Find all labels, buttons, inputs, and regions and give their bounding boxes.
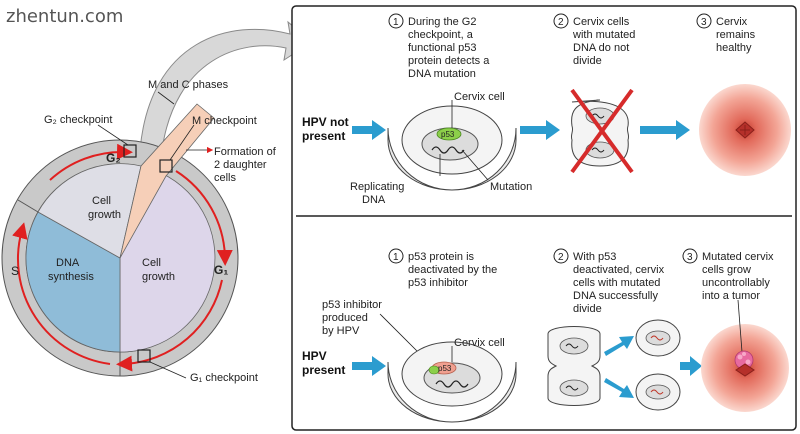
m-and-c-phases-label: M and C phases	[148, 79, 229, 91]
top-step2-line2: with mutated	[572, 29, 635, 41]
sector-s-dna-synthesis	[25, 211, 121, 353]
top-row-hpv-not-present: HPV not present 1 During the G2 checkpoi…	[302, 13, 791, 206]
top-condition-line1: HPV not	[302, 115, 349, 129]
top-dna-strand	[431, 146, 465, 154]
top-step1-number: 1	[393, 17, 399, 28]
sector-g2-text-line2: growth	[88, 209, 121, 221]
top-step1-line1: During the G2	[408, 16, 476, 28]
bottom-step3-line2: cells grow	[702, 264, 751, 276]
top-step2-line4: divide	[573, 55, 602, 67]
g1-checkpoint-box	[137, 349, 151, 363]
top-arrow-to-cell	[352, 120, 386, 140]
top-cervix-cell-label: Cervix cell	[454, 91, 505, 103]
top-step1-line2: checkpoint, a	[408, 29, 474, 41]
bottom-cervix-cell-label: Cervix cell	[454, 337, 505, 349]
bottom-arrow-split-up	[604, 336, 634, 356]
bottom-step2-line2: deactivated, cervix	[573, 264, 665, 276]
bottom-arrow-split-down	[604, 378, 634, 398]
bottom-step3-line3: uncontrollably	[702, 277, 770, 289]
bottom-step3-number: 3	[687, 252, 693, 263]
top-step1-line3: functional p53	[408, 42, 477, 54]
s-phase-label: S	[11, 264, 19, 278]
cycle-arrow-m	[175, 170, 233, 266]
top-p53-protein	[436, 127, 462, 141]
formation-label-line1: Formation of	[214, 146, 277, 158]
m-checkpoint-label: M checkpoint	[192, 115, 257, 127]
bottom-step2-line1: With p53	[573, 251, 616, 263]
bottom-p53-label: p53	[438, 364, 452, 373]
top-step2-number: 2	[558, 17, 564, 28]
bottom-condition-line2: present	[302, 363, 345, 377]
bottom-inhibitor-line3: by HPV	[322, 325, 360, 337]
bottom-inhibitor-line2: produced	[322, 312, 368, 324]
watermark: zhentun.com	[6, 6, 124, 27]
top-p53-label: p53	[441, 130, 455, 139]
bottom-step1-line1: p53 protein is	[408, 251, 475, 263]
cell-cycle-diagram: G₂ checkpoint M and C phases M checkpoin…	[1, 20, 313, 384]
top-step3-line3: healthy	[716, 42, 752, 54]
bottom-step2-line4: DNA successfully	[573, 290, 658, 302]
formation-label-line3: cells	[214, 172, 237, 184]
cycle-arrow-g2	[49, 143, 133, 181]
g2-checkpoint-box	[123, 144, 137, 158]
bottom-arrow-to-cervix	[680, 356, 702, 376]
cycle-arrow-s	[12, 222, 111, 365]
top-step1-line5: DNA mutation	[408, 68, 476, 80]
bottom-step2-line3: cells with mutated	[573, 277, 660, 289]
top-step1-line4: protein detects a	[408, 55, 490, 67]
top-replicating-line1: Replicating	[350, 181, 404, 193]
g1-phase-label: G₁	[214, 263, 228, 277]
top-step3-number: 3	[701, 17, 707, 28]
top-step3-line1: Cervix	[716, 16, 748, 28]
bottom-condition-line1: HPV	[302, 349, 327, 363]
top-replicating-line2: DNA	[362, 194, 386, 206]
bottom-cell-dish	[387, 361, 517, 423]
sector-g1-text-line1: Cell	[142, 257, 161, 269]
sector-g2-text-line1: Cell	[92, 195, 111, 207]
bottom-step1-line2: deactivated by the	[408, 264, 497, 276]
bottom-row-hpv-present: HPV present 1 p53 protein is deactivated…	[302, 248, 789, 423]
bottom-inhibitor-line1: p53 inhibitor	[322, 299, 382, 311]
top-cell-dish	[387, 127, 517, 191]
m-checkpoint-box	[159, 159, 173, 173]
g2-checkpoint-label: G₂ checkpoint	[44, 114, 112, 126]
bottom-p53-inhibitor	[428, 365, 440, 375]
g1-checkpoint-label: G₁ checkpoint	[190, 372, 258, 384]
top-arrow-to-division	[520, 120, 560, 140]
bottom-step3-line4: into a tumor	[702, 290, 760, 302]
bottom-arrow-to-cell	[352, 356, 386, 376]
sector-s-text-line1: DNA	[56, 257, 80, 269]
top-step2-line3: DNA do not	[573, 42, 629, 54]
top-condition-line2: present	[302, 129, 345, 143]
bottom-step3-line1: Mutated cervix	[702, 251, 774, 263]
top-mutation-label: Mutation	[490, 181, 532, 193]
g2-phase-label: G₂	[106, 151, 121, 165]
sector-g1-text-line2: growth	[142, 271, 175, 283]
sector-m-phase	[119, 103, 215, 259]
bottom-step2-line5: divide	[573, 303, 602, 315]
bottom-step2-number: 2	[558, 252, 564, 263]
top-arrow-to-cervix	[640, 120, 690, 140]
bottom-step1-line3: p53 inhibitor	[408, 277, 468, 289]
formation-label-line2: 2 daughter	[214, 159, 267, 171]
top-step3-line2: remains	[716, 29, 756, 41]
top-step2-line1: Cervix cells	[573, 16, 630, 28]
bottom-step1-number: 1	[393, 252, 399, 263]
top-cross-mark-b	[570, 88, 634, 174]
sector-g2-cell-growth	[37, 163, 142, 259]
sector-s-text-line2: synthesis	[48, 271, 94, 283]
